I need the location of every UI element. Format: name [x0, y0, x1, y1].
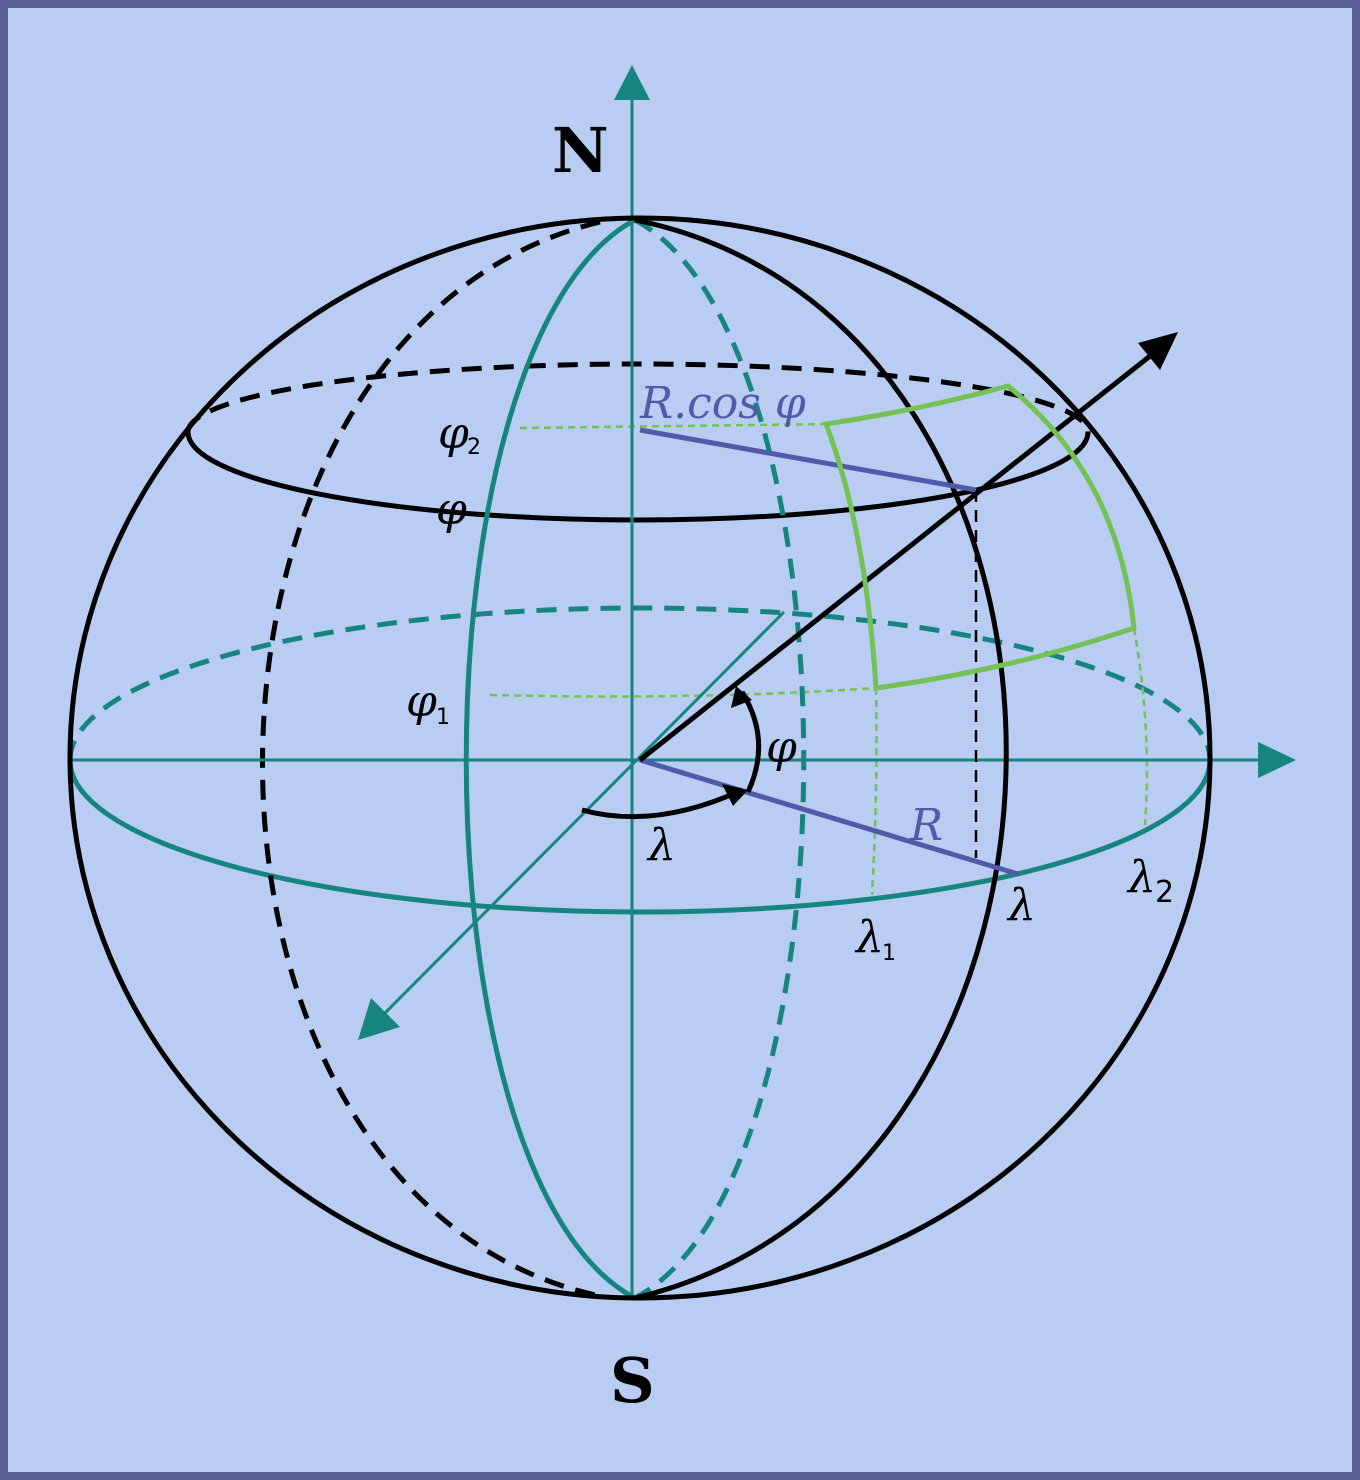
diagonal-axis-arrowhead [358, 998, 400, 1040]
lambda-angle-arrowhead [722, 784, 748, 806]
phi-angle-label: φ [766, 722, 797, 773]
r-cos-phi-line [639, 427, 977, 493]
parallel-phi-back [185, 361, 1091, 433]
phi2-guide-line [519, 422, 829, 430]
lambda-angle-label: λ [646, 820, 676, 871]
phi2-subscript: 2 [467, 435, 481, 460]
meridian-black-back [260, 219, 601, 1299]
sphere-outline [67, 215, 1213, 1301]
equator-back [67, 605, 1213, 761]
horizontal-axis-arrowhead [1258, 742, 1296, 778]
polar-axis-arrowhead [614, 65, 650, 100]
phi1-guide-line [489, 686, 877, 698]
lambda2-guide-line [1132, 627, 1149, 826]
lambda-angle-arc [581, 787, 744, 820]
meridian-lambda [634, 217, 1009, 1301]
position-vector-arrowhead [1138, 332, 1178, 370]
lambda-label: λ [1006, 880, 1036, 931]
phi1-label: φ [406, 676, 437, 727]
r-cos-phi-label: R.cos φ [639, 378, 806, 429]
lambda1-label: λ [854, 912, 884, 963]
phi-angle-arc [739, 690, 762, 794]
lambda2-subscript: 2 [1155, 875, 1174, 910]
area-element [822, 383, 1137, 691]
meridian-teal-front [463, 217, 637, 1301]
phi-angle-arrowhead [731, 686, 752, 708]
radius-line [639, 757, 1019, 877]
parallel-phi-front [185, 431, 1091, 523]
diagonal-axis [378, 610, 786, 1020]
south-label: S [610, 1344, 655, 1417]
lambda2-label: λ [1126, 852, 1156, 903]
position-vector [638, 354, 1152, 762]
radius-label: R [909, 800, 943, 851]
diagram-frame [8, 8, 1352, 1472]
phi2-label: φ [438, 408, 469, 459]
equator-front [67, 759, 1213, 915]
lambda1-guide-line [870, 687, 878, 896]
north-label: N [552, 114, 609, 187]
phi1-subscript: 1 [436, 705, 450, 730]
lambda1-subscript: 1 [882, 941, 896, 966]
phi-parallel-label: φ [436, 484, 467, 535]
